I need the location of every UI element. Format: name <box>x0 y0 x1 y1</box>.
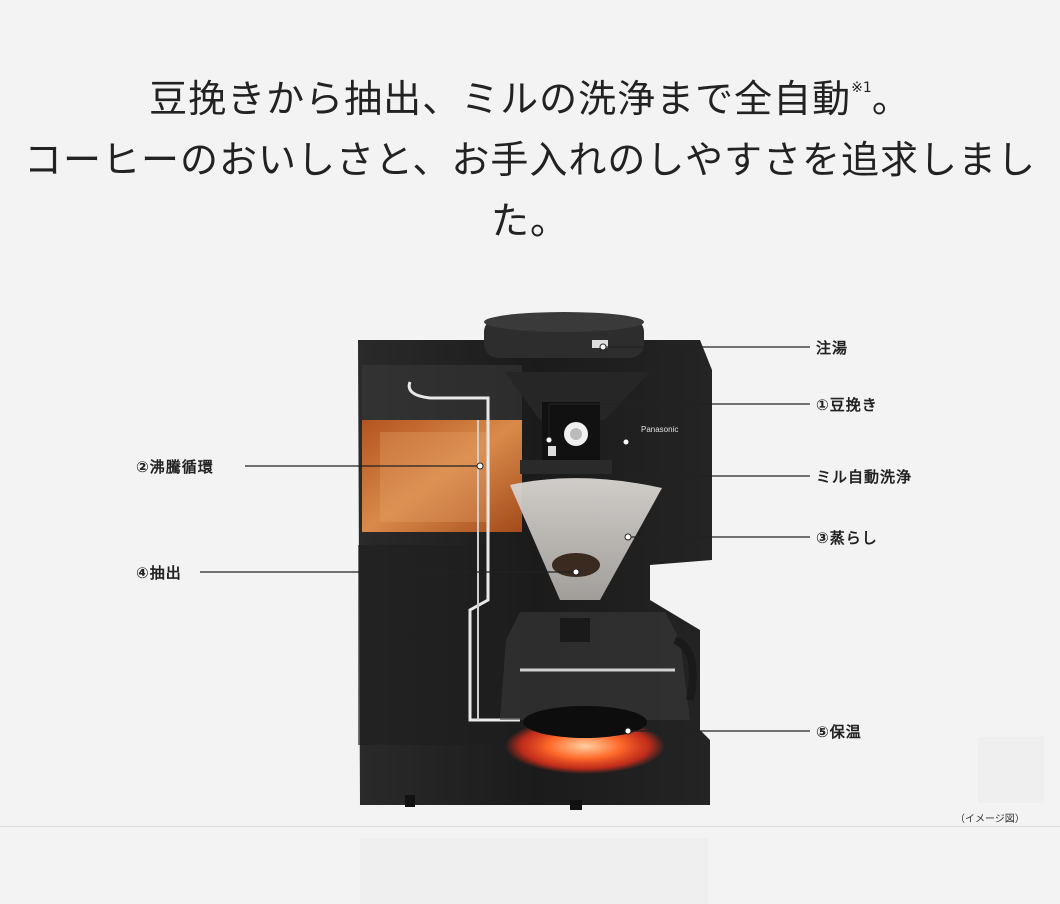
headline-line-1-text: 豆挽きから抽出、ミルの洗浄まで全自動 <box>149 77 852 121</box>
heater-glow <box>505 706 665 774</box>
label-steam: ③蒸らし <box>816 529 878 547</box>
image-caption: （イメージ図） <box>955 814 1025 825</box>
label-mill-clean: ミル自動洗浄 <box>816 468 913 486</box>
headline-line-1-end: 。 <box>871 77 911 121</box>
headline: 豆挽きから抽出、ミルの洗浄まで全自動※1。 コーヒーのおいしさと、お手入れのしや… <box>0 58 1060 252</box>
lid <box>484 312 644 358</box>
water-tank <box>362 365 522 532</box>
carafe <box>500 612 697 720</box>
water-pipe <box>407 381 520 722</box>
divider <box>0 826 1060 827</box>
mill-blade <box>520 422 612 474</box>
footer-placeholder <box>360 838 708 904</box>
brand-logo: Panasonic <box>641 425 678 434</box>
filter-cone <box>510 478 662 600</box>
footnote-mark: ※1 <box>851 80 872 96</box>
label-warm: ⑤保温 <box>816 723 862 741</box>
headline-line-1: 豆挽きから抽出、ミルの洗浄まで全自動※1。 <box>0 58 1060 130</box>
leader-lines <box>200 346 810 732</box>
headline-line-2: コーヒーのおいしさと、お手入れのしやすさを追求しまし <box>23 138 1037 182</box>
leader-dots <box>476 343 632 735</box>
label-pour: 注湯 <box>816 339 849 357</box>
label-extract: ④抽出 <box>136 564 182 582</box>
label-boil: ②沸騰循環 <box>136 458 214 476</box>
headline-line-3: た。 <box>490 199 569 243</box>
hopper <box>505 372 650 460</box>
side-placeholder <box>978 737 1044 803</box>
label-grind: ①豆挽き <box>816 396 878 414</box>
